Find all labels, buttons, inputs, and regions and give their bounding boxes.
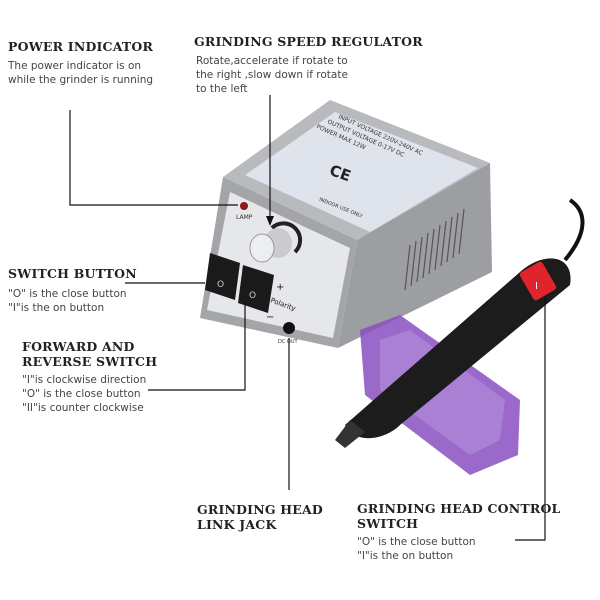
power-indicator-desc: The power indicator is on while the grin… [8,59,153,87]
polarity-minus: − [266,312,274,323]
power-indicator-lamp [240,202,248,210]
speed-regulator-desc: Rotate,accelerate if rotate to the right… [196,54,348,96]
speed-regulator-knob[interactable] [249,233,275,263]
pen-switch-glyph: I [535,281,538,292]
desc-line: "I"is clockwise direction [22,374,147,386]
polarity-plus: + [276,282,284,293]
link-jack-title: GRINDING HEAD LINK JACK [197,502,323,532]
desc-line: "I"is the on button [357,550,454,562]
lamp-label: LAMP [236,214,253,221]
grinding-head-control-switch[interactable] [519,261,558,302]
title-line: GRINDING HEAD [197,502,323,517]
jack-label: DC OUT [278,339,299,345]
power-indicator-title: POWER INDICATOR [8,39,154,54]
forward-reverse-desc: "I"is clockwise direction "O" is the clo… [22,373,146,415]
title-line: REVERSE SWITCH [22,354,158,369]
head-control-title: GRINDING HEAD CONTROL SWITCH [357,501,561,531]
title-line: LINK JACK [197,517,277,532]
desc-line: "O" is the close button [8,288,127,300]
vent-grille [404,208,465,291]
switch-button-title: SWITCH BUTTON [8,266,137,281]
handpiece-tip [335,420,365,448]
desc-line: Rotate,accelerate if rotate to [196,55,348,67]
title-line: GRINDING HEAD CONTROL [357,501,561,516]
desc-line: the right ,slow down if rotate [196,69,348,81]
title-line: FORWARD AND [22,339,135,354]
desc-line: "O" is the close button [22,388,141,400]
arrow-head [266,216,274,226]
pen-stand-inner [380,330,505,455]
grinding-head-link-jack[interactable] [283,322,295,334]
desc-line: "I"is the on button [8,302,105,314]
power-cord [563,198,585,262]
desc-line: "II"is counter clockwise [22,402,144,414]
speed-regulator-title: GRINDING SPEED REGULATOR [194,34,423,49]
switch-o-glyph: O [217,280,224,290]
switch-o-glyph: O [249,291,256,301]
desc-line: "O" is the close button [357,536,476,548]
handpiece [345,258,571,439]
device-right-face [338,163,492,348]
leader-lines [69,95,546,541]
head-control-desc: "O" is the close button "I"is the on but… [357,535,476,563]
speed-dial-ring [270,221,303,254]
spec-label-plate [245,112,478,232]
forward-reverse-title: FORWARD AND REVERSE SWITCH [22,339,157,369]
switch-button-desc: "O" is the close button "I"is the on but… [8,287,127,315]
power-switch-button[interactable] [205,253,240,300]
title-line: SWITCH [357,516,419,531]
desc-line: while the grinder is running [8,74,154,86]
forward-reverse-switch[interactable] [238,265,274,313]
desc-line: The power indicator is on [8,60,142,72]
desc-line: to the left [196,83,248,95]
